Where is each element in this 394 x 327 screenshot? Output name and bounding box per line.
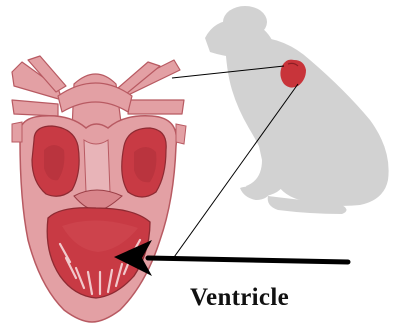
heart-cross-section [12, 56, 186, 322]
ventricle-label: Ventricle [190, 284, 289, 312]
frog-silhouette [205, 6, 389, 214]
